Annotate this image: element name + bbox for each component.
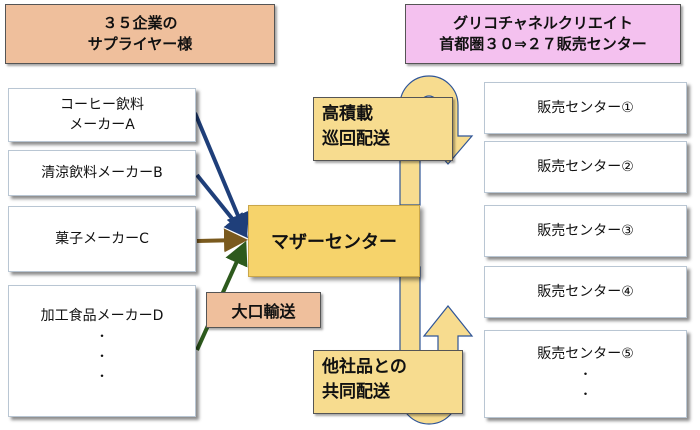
supplier-box-d: 加工食品メーカーD ・ ・ ・	[8, 285, 196, 417]
joint-delivery-line2: 共同配送	[322, 382, 390, 402]
sales-center-3-label: 販売センター③	[537, 223, 634, 239]
milk-run-line2: 巡回配送	[322, 129, 390, 149]
sales-center-box-3: 販売センター③	[484, 205, 687, 257]
sales-centers-header-line2: 首都圏３０⇒２７販売センター	[439, 35, 647, 53]
bulk-transport-label: 大口輸送	[206, 292, 321, 328]
sales-center-1-label: 販売センター①	[537, 100, 634, 116]
mother-center-label: マザーセンター	[271, 232, 397, 253]
sales-center-box-4: 販売センター④	[484, 266, 687, 318]
ellipsis-dot: ・	[579, 367, 592, 381]
suppliers-header-line1: ３５企業の	[102, 14, 178, 32]
sales-center-box-2: 販売センター②	[484, 141, 687, 193]
ellipsis-dot: ・	[95, 349, 108, 363]
arrow-supplier-b	[195, 173, 249, 239]
milk-run-label: 高積載 巡回配送	[313, 97, 453, 161]
sales-centers-header-line1: グリコチャネルクリエイト	[453, 14, 633, 32]
arrow-supplier-c	[196, 228, 248, 253]
milk-run-line1: 高積載	[322, 104, 373, 124]
sales-center-4-label: 販売センター④	[537, 284, 634, 300]
sales-center-2-label: 販売センター②	[537, 159, 634, 175]
supplier-box-c: 菓子メーカーC	[8, 206, 196, 272]
bulk-transport-text: 大口輸送	[231, 302, 296, 321]
ellipsis-dot: ・	[95, 369, 108, 383]
ellipsis-dot: ・	[579, 387, 592, 401]
supplier-a-line2: メーカーA	[69, 117, 135, 133]
supplier-c-label: 菓子メーカーC	[55, 231, 149, 247]
mother-center-box: マザーセンター	[248, 205, 420, 277]
supplier-a-line1: コーヒー飲料	[60, 97, 144, 113]
sales-center-box-5: 販売センター⑤ ・ ・	[484, 330, 687, 418]
sales-center-box-1: 販売センター①	[484, 82, 687, 134]
supplier-box-b: 清涼飲料メーカーB	[8, 150, 196, 196]
ellipsis-dot: ・	[95, 329, 108, 343]
supplier-box-a: コーヒー飲料 メーカーA	[8, 88, 196, 142]
supplier-b-label: 清涼飲料メーカーB	[41, 165, 163, 181]
joint-delivery-line1: 他社品との	[322, 357, 407, 377]
sales-center-5-label: 販売センター⑤	[537, 346, 634, 362]
arrow-supplier-a	[193, 112, 249, 238]
supplier-d-label: 加工食品メーカーD	[40, 308, 164, 324]
suppliers-header-line2: サプライヤー様	[87, 35, 193, 53]
suppliers-header: ３５企業の サプライヤー様	[5, 4, 275, 64]
joint-delivery-label: 他社品との 共同配送	[313, 350, 463, 414]
sales-centers-header: グリコチャネルクリエイト 首都圏３０⇒２７販売センター	[405, 4, 681, 64]
